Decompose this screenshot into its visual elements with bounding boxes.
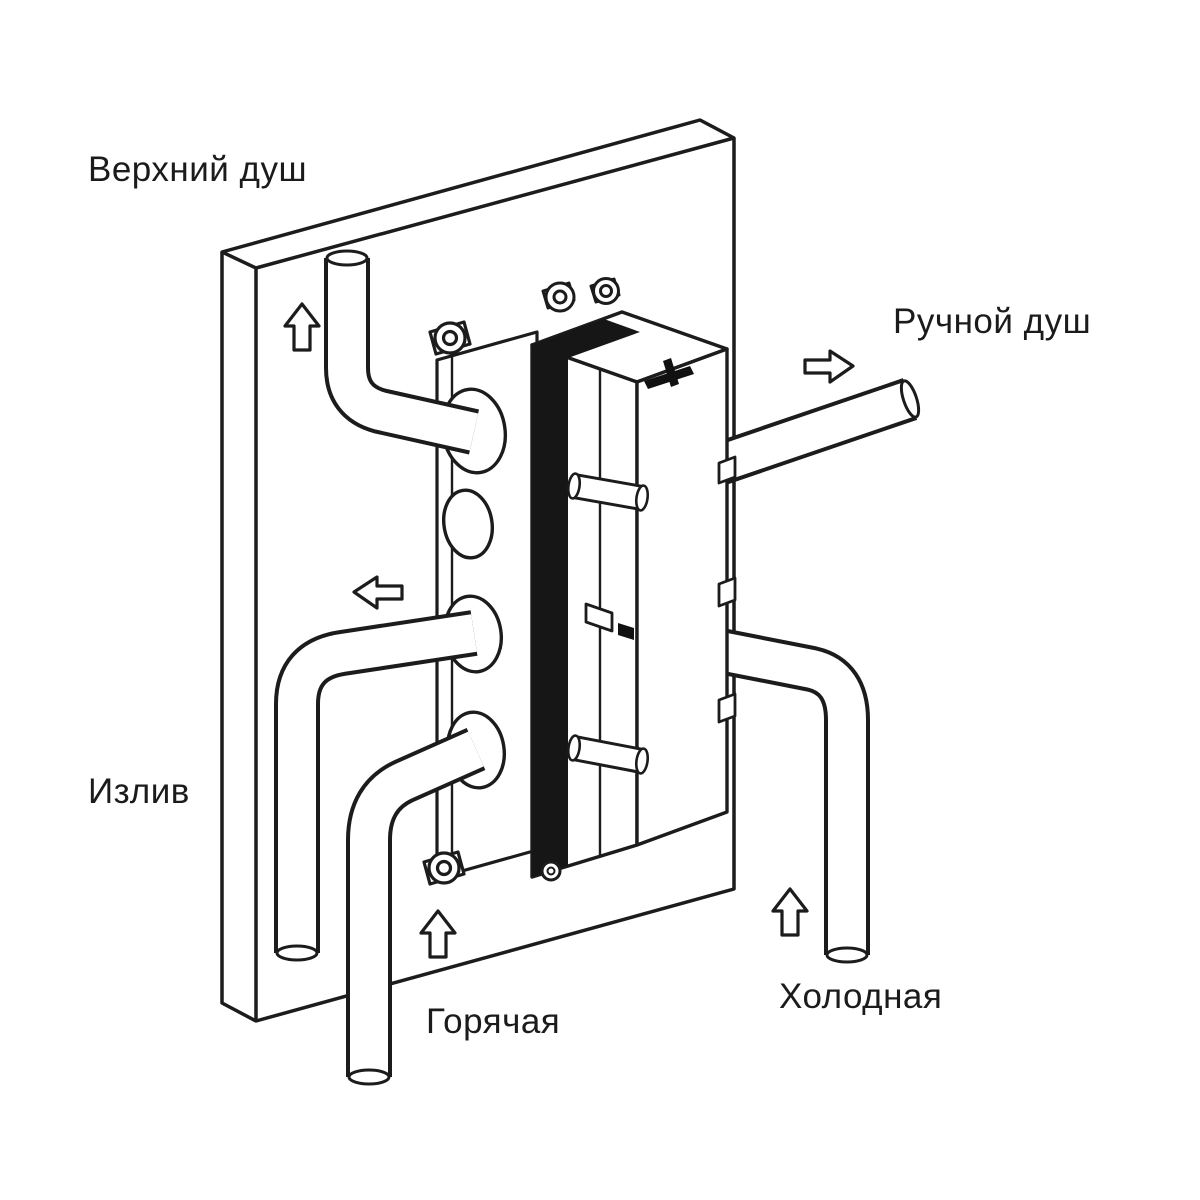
gasket-strap-top [532,319,640,358]
top-shower-pipe [324,249,480,455]
valve-latch [584,602,614,633]
label-top-shower: Верхний душ [88,150,308,189]
valve-body [530,277,737,882]
valve-right-face [635,347,729,847]
clamp-hole-right [599,284,613,298]
label-cold-supply: Холодная [779,977,943,1016]
mounting-ear-bottom-hole [435,859,453,877]
top-shower-pipe-end [325,249,369,267]
clamp-bracket-right [589,277,621,305]
wall-panel-corner-edge [221,250,257,270]
cold-supply-pipe-end [825,946,869,964]
connector-stub-upper [566,472,650,512]
spout-pipe [274,610,478,962]
top-shower-arrow-icon [283,302,321,352]
hand-shower-pipe-end [899,379,921,419]
cold-supply-pipe [695,624,870,964]
hot-supply-pipe [346,727,486,1086]
label-spout: Излив [88,772,190,811]
label-hot-supply: Горячая [426,1002,561,1041]
valve-notch-3 [717,692,737,724]
flow-arrows [283,302,855,959]
valve-latch-clip [618,623,634,640]
spout-pipe-end [275,944,319,962]
connector-stub-lower [566,734,650,775]
valve-notch-2 [717,576,737,608]
wall-panel-front-top-edge [255,136,735,270]
valve-top-mark-stem [663,358,679,387]
hot-supply-arrow-icon [419,909,457,959]
port-blank-plug [442,488,494,560]
hand-shower-arrow-icon [803,349,855,384]
clamp-bracket-left [541,281,576,313]
valve-notch-1 [717,455,737,485]
gasket-band [532,345,568,877]
mounting-ear-top-hole [441,329,459,347]
cold-supply-arrow-icon [771,887,809,937]
label-hand-shower: Ручной душ [893,302,1092,341]
spout-arrow-icon [352,575,404,610]
bottom-screw-hole [546,866,556,876]
clamp-hole-left [552,289,568,305]
hot-supply-pipe-end [347,1068,391,1086]
